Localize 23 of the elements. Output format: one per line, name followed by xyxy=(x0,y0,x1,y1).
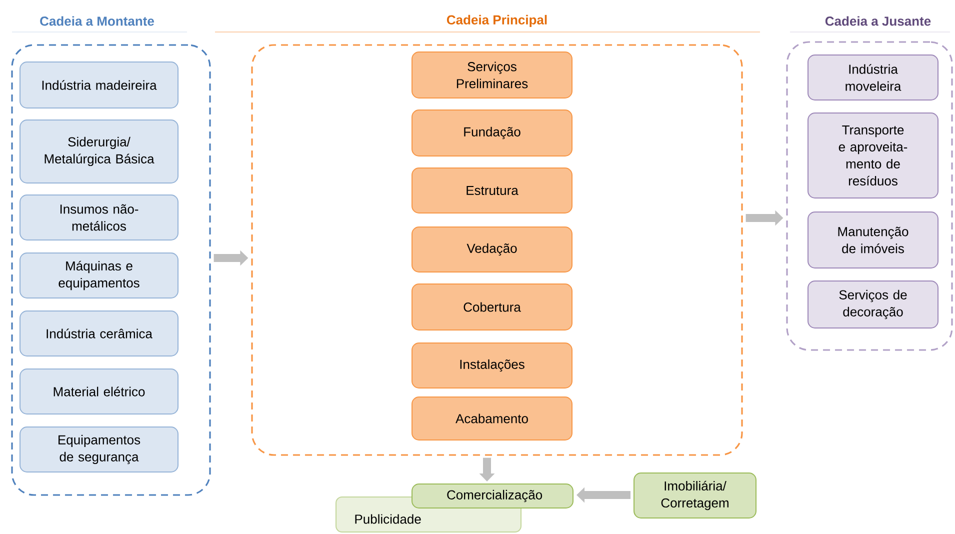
process-box: Comercialização xyxy=(412,484,574,508)
process-box: Equipamentos de segurança xyxy=(20,426,178,472)
process-box: Estrutura xyxy=(412,168,572,214)
process-box: Indústria moveleira xyxy=(808,54,938,100)
process-box: Siderurgia/ Metalúrgica Básica xyxy=(20,120,178,184)
process-box: Serviços Preliminares xyxy=(412,52,572,98)
process-box: Material elétrico xyxy=(20,368,178,414)
group-heading: Cadeia Principal xyxy=(446,14,547,28)
process-box: Imobiliária/ Corretagem xyxy=(634,472,756,518)
process-box: Indústria cerâmica xyxy=(20,310,178,356)
process-box: Cobertura xyxy=(412,284,572,330)
process-box: Máquinas e equipamentos xyxy=(20,252,178,298)
process-box: Indústria madeireira xyxy=(20,62,178,108)
process-box: Acabamento xyxy=(412,396,572,440)
process-box: Instalações xyxy=(412,342,572,388)
group-heading: Cadeia a Jusante xyxy=(825,16,931,26)
process-box: Insumos não-metálicos xyxy=(20,194,178,240)
group-heading: Cadeia a Montante xyxy=(40,16,154,26)
process-box: Transporte e aproveita-mento de resíduos xyxy=(808,112,938,198)
process-box: Serviços de decoração xyxy=(808,280,938,328)
process-box: Manutenção de imóveis xyxy=(808,212,938,268)
process-box: Fundação xyxy=(412,110,572,156)
process-box: Vedação xyxy=(412,226,572,272)
